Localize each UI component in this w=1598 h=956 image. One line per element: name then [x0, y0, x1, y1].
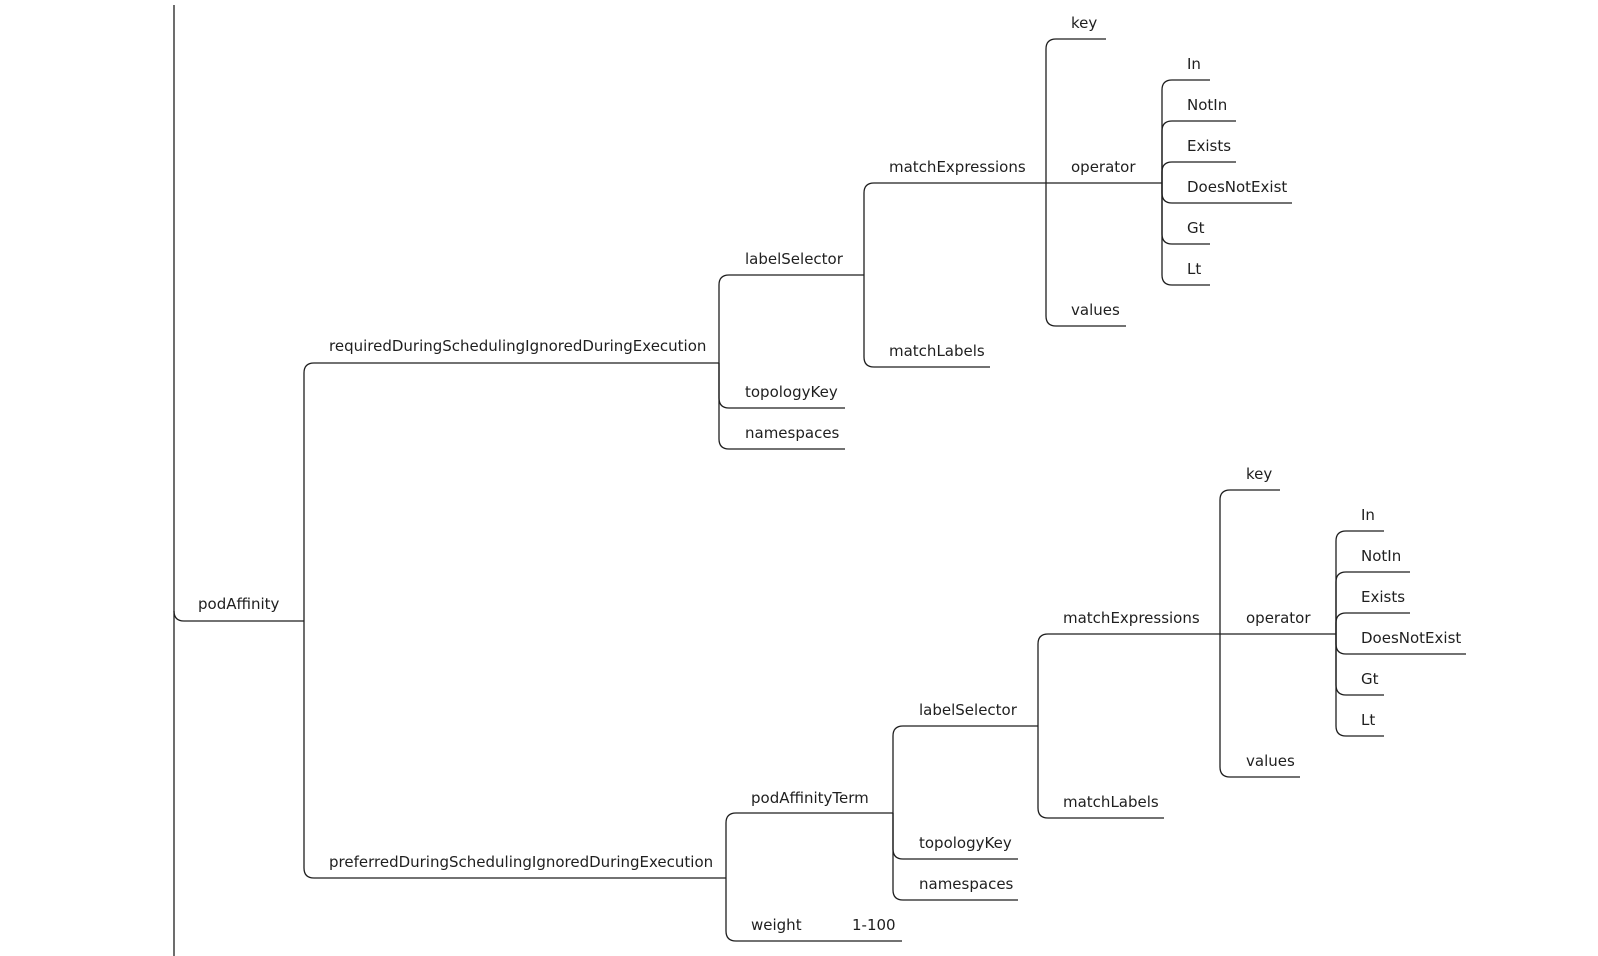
- node-r-op-exists[interactable]: Exists: [1187, 137, 1231, 155]
- connector-r-matchexpressions: [863, 182, 1046, 275]
- connector-required: [303, 362, 719, 621]
- node-p-podaffinityterm[interactable]: podAffinityTerm: [751, 789, 869, 807]
- connector-r-values: [1045, 183, 1126, 327]
- node-r-matchlabels[interactable]: matchLabels: [889, 342, 985, 360]
- connector-preferred: [303, 621, 726, 879]
- node-p-values[interactable]: values: [1246, 752, 1295, 770]
- node-required-during-scheduling[interactable]: requiredDuringSchedulingIgnoredDuringExe…: [329, 337, 706, 355]
- connector-p-values: [1219, 634, 1300, 778]
- node-p-op-notin[interactable]: NotIn: [1361, 547, 1401, 565]
- connector-p-podaffinityterm: [725, 812, 893, 878]
- node-p-operator[interactable]: operator: [1246, 609, 1311, 627]
- node-p-weight[interactable]: weight: [751, 916, 802, 934]
- node-r-op-lt[interactable]: Lt: [1187, 260, 1201, 278]
- connector-r-op-exists: [1161, 161, 1236, 183]
- node-r-op-in[interactable]: In: [1187, 55, 1201, 73]
- connector-r-op-notin: [1161, 120, 1236, 183]
- node-p-weight-range: 1-100: [852, 916, 896, 934]
- node-r-topologykey[interactable]: topologyKey: [745, 383, 838, 401]
- connector-p-op-exists: [1335, 612, 1410, 634]
- connector-r-key: [1045, 38, 1106, 183]
- node-podaffinity[interactable]: podAffinity: [198, 595, 280, 613]
- connector-p-op-notin: [1335, 571, 1410, 634]
- node-p-op-in[interactable]: In: [1361, 506, 1375, 524]
- node-p-matchexpressions[interactable]: matchExpressions: [1063, 609, 1200, 627]
- node-r-operator[interactable]: operator: [1071, 158, 1136, 176]
- node-p-namespaces[interactable]: namespaces: [919, 875, 1014, 893]
- node-p-labelselector[interactable]: labelSelector: [919, 701, 1018, 719]
- connector-p-matchexpressions: [1037, 633, 1220, 726]
- connector-r-namespaces: [718, 363, 845, 450]
- node-p-key[interactable]: key: [1246, 465, 1272, 483]
- connector-root: [173, 610, 304, 622]
- connector-p-op-in: [1335, 530, 1384, 634]
- node-r-op-gt[interactable]: Gt: [1187, 219, 1205, 237]
- connector-r-labelselector: [718, 274, 864, 363]
- node-p-op-gt[interactable]: Gt: [1361, 670, 1379, 688]
- node-p-op-exists[interactable]: Exists: [1361, 588, 1405, 606]
- connector-r-op-in: [1161, 79, 1210, 183]
- connector-p-matchlabels: [1037, 726, 1164, 819]
- node-p-topologykey[interactable]: topologyKey: [919, 834, 1012, 852]
- node-r-key[interactable]: key: [1071, 14, 1097, 32]
- connector-p-op-lt: [1335, 634, 1384, 737]
- node-preferred-during-scheduling[interactable]: preferredDuringSchedulingIgnoredDuringEx…: [329, 853, 713, 871]
- node-p-op-lt[interactable]: Lt: [1361, 711, 1375, 729]
- node-r-op-doesnotexist[interactable]: DoesNotExist: [1187, 178, 1287, 196]
- node-p-matchlabels[interactable]: matchLabels: [1063, 793, 1159, 811]
- node-r-values[interactable]: values: [1071, 301, 1120, 319]
- node-r-labelselector[interactable]: labelSelector: [745, 250, 844, 268]
- node-r-op-notin[interactable]: NotIn: [1187, 96, 1227, 114]
- connector-r-matchlabels: [863, 275, 990, 368]
- node-r-matchexpressions[interactable]: matchExpressions: [889, 158, 1026, 176]
- connector-p-weight: [725, 878, 902, 942]
- connector-p-key: [1219, 489, 1280, 634]
- connector-p-labelselector: [892, 725, 1038, 813]
- connector-r-op-lt: [1161, 183, 1210, 286]
- connector-p-namespaces: [892, 813, 1018, 901]
- node-r-namespaces[interactable]: namespaces: [745, 424, 840, 442]
- node-p-op-doesnotexist[interactable]: DoesNotExist: [1361, 629, 1461, 647]
